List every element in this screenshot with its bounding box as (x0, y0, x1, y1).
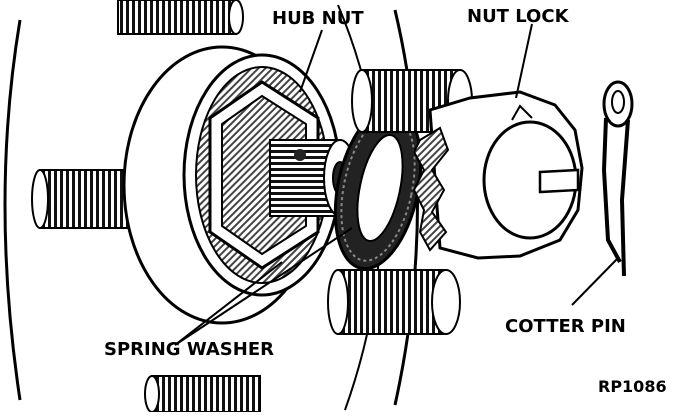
wheel-stud-lower-right (327, 269, 461, 335)
label-spring-washer: SPRING WASHER (104, 339, 274, 360)
label-hub-nut: HUB NUT (272, 8, 364, 29)
wheel-stud-top (117, 0, 244, 35)
label-nut-lock: NUT LOCK (467, 6, 570, 27)
nut-lock (412, 90, 584, 260)
wheel-stud-bottom (144, 375, 261, 413)
label-cotter-pin: COTTER PIN (505, 316, 626, 337)
leader-lines (174, 23, 619, 346)
spring-washer (333, 105, 423, 271)
figure-code: RP1086 (598, 377, 667, 396)
cotter-pin (601, 80, 634, 277)
